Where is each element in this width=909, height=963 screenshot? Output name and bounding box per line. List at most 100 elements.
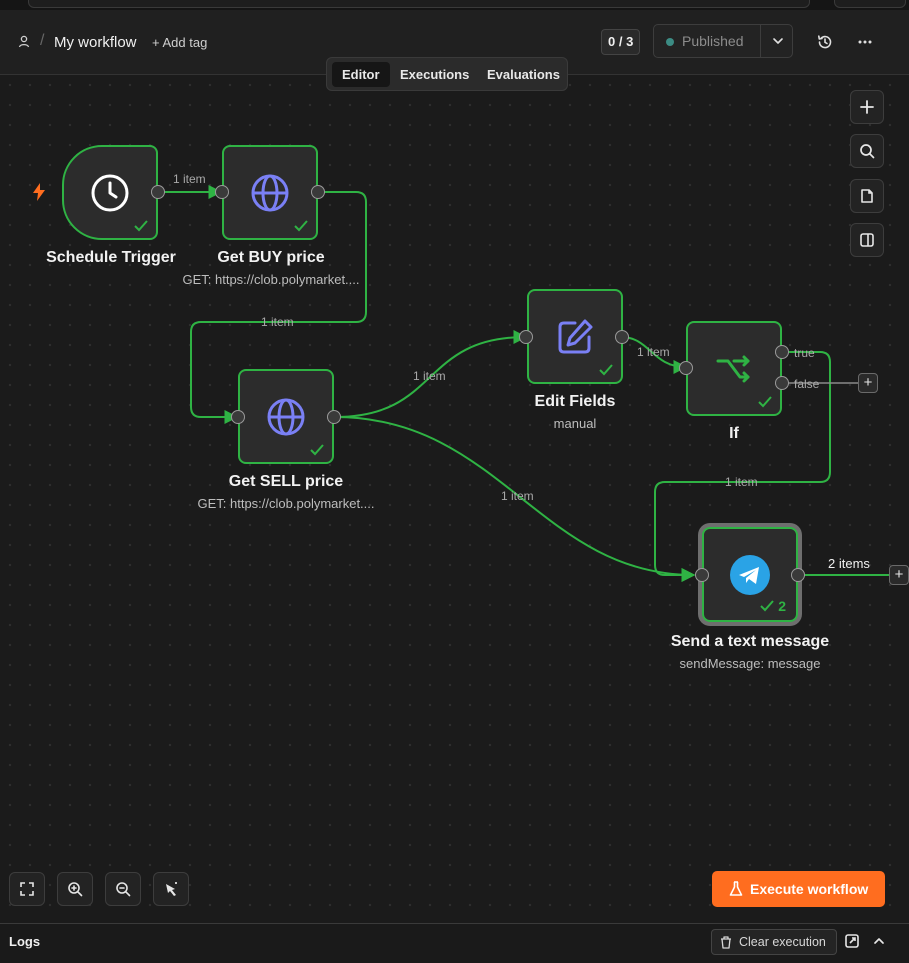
breadcrumb-separator: / xyxy=(40,32,45,49)
chevron-up-icon[interactable] xyxy=(872,934,886,948)
success-check-icon xyxy=(294,220,308,232)
add-tag-button[interactable]: + Add tag xyxy=(152,35,208,50)
edit-icon xyxy=(558,319,593,353)
workflow-canvas[interactable]: Schedule Trigger Get BUY price GET: http… xyxy=(0,75,909,923)
zoom-in-icon xyxy=(68,882,83,897)
view-tabs: Editor Executions Evaluations xyxy=(326,57,568,91)
fit-view-button[interactable] xyxy=(9,872,45,906)
publish-status-button[interactable]: Published xyxy=(653,24,793,58)
sticky-note-icon xyxy=(861,189,873,203)
node-get-sell-price[interactable] xyxy=(238,369,334,464)
add-node-output-button[interactable]: + xyxy=(889,565,909,585)
more-icon[interactable] xyxy=(856,33,874,51)
fit-view-icon xyxy=(20,882,34,896)
add-node-icon xyxy=(860,100,874,114)
tab-executions[interactable]: Executions xyxy=(400,67,470,82)
success-check-icon xyxy=(758,396,772,408)
connection-label: 1 item xyxy=(261,315,294,329)
globe-icon xyxy=(251,174,289,211)
node-send-text-message[interactable]: 2 xyxy=(702,527,798,622)
top-strip xyxy=(0,0,909,10)
connection-label: 1 item xyxy=(637,345,670,359)
port-if-false[interactable] xyxy=(775,376,789,390)
success-check-icon xyxy=(760,600,775,612)
port-telegram-out[interactable] xyxy=(791,568,805,582)
success-check-icon xyxy=(310,444,324,456)
if-true-label: true xyxy=(794,346,815,360)
connection-label: 1 item xyxy=(413,369,446,383)
node-title: Send a text message xyxy=(670,633,830,650)
node-subtitle: GET: https://clob.polymarket.... xyxy=(197,496,375,511)
publish-status-label: Published xyxy=(682,33,744,49)
connection-label: 1 item xyxy=(501,489,534,503)
chevron-down-icon[interactable] xyxy=(770,33,786,49)
toggle-panel-button[interactable] xyxy=(850,223,884,257)
address-pill-secondary xyxy=(834,0,906,8)
node-schedule-trigger[interactable] xyxy=(62,145,158,240)
status-dot xyxy=(666,38,674,46)
node-title: Schedule Trigger xyxy=(46,249,176,266)
node-title: Get SELL price xyxy=(228,473,344,490)
popout-icon[interactable] xyxy=(845,934,859,948)
port-edit-out[interactable] xyxy=(615,330,629,344)
clear-execution-label: Clear execution xyxy=(739,935,826,949)
port-telegram-in[interactable] xyxy=(695,568,709,582)
node-title: Get BUY price xyxy=(217,249,325,266)
clear-execution-button[interactable]: Clear execution xyxy=(711,929,837,955)
search-icon xyxy=(860,144,875,159)
zoom-out-icon xyxy=(116,882,131,897)
node-title: If xyxy=(729,425,739,442)
globe-icon xyxy=(267,398,305,435)
panel-icon xyxy=(860,233,874,247)
node-get-buy-price[interactable] xyxy=(222,145,318,240)
run-count-badge: 2 xyxy=(760,598,786,614)
if-false-label: false xyxy=(794,377,820,391)
tab-evaluations[interactable]: Evaluations xyxy=(487,67,560,82)
node-subtitle: sendMessage: message xyxy=(679,656,821,671)
user-icon[interactable] xyxy=(16,34,32,50)
connection-label: 1 item xyxy=(725,475,758,489)
history-icon[interactable] xyxy=(816,33,834,51)
port-sell-out[interactable] xyxy=(327,410,341,424)
trigger-bolt-icon xyxy=(33,183,45,201)
wire-sell-to-telegram xyxy=(334,416,696,582)
node-subtitle: manual xyxy=(553,416,597,431)
tidy-up-button[interactable] xyxy=(153,872,189,906)
success-check-icon xyxy=(134,220,148,232)
port-if-true[interactable] xyxy=(775,345,789,359)
connection-label: 1 item xyxy=(173,172,206,186)
zoom-in-button[interactable] xyxy=(57,872,93,906)
run-count-value: 2 xyxy=(778,598,786,614)
workflow-title[interactable]: My workflow xyxy=(54,34,137,51)
search-nodes-button[interactable] xyxy=(850,134,884,168)
wire-buy-to-sell xyxy=(190,191,367,424)
port-edit-in[interactable] xyxy=(519,330,533,344)
branch-icon xyxy=(716,355,750,382)
add-sticky-note-button[interactable] xyxy=(850,179,884,213)
success-check-icon xyxy=(599,364,613,376)
zoom-out-button[interactable] xyxy=(105,872,141,906)
node-subtitle: GET: https://clob.polymarket.... xyxy=(182,272,360,287)
execute-workflow-button[interactable]: Execute workflow xyxy=(712,871,885,907)
wire-if-to-telegram xyxy=(654,351,831,582)
tab-editor[interactable]: Editor xyxy=(332,62,390,87)
wire-sell-to-edit xyxy=(334,330,528,418)
clock-icon xyxy=(91,174,129,211)
connection-wires xyxy=(160,185,890,582)
port-buy-out[interactable] xyxy=(311,185,325,199)
telegram-icon xyxy=(730,554,770,595)
port-sell-in[interactable] xyxy=(231,410,245,424)
node-edit-fields[interactable] xyxy=(527,289,623,384)
version-counter[interactable]: 0 / 3 xyxy=(601,29,641,55)
logs-label[interactable]: Logs xyxy=(9,934,41,949)
port-if-in[interactable] xyxy=(679,361,693,375)
port-buy-in[interactable] xyxy=(215,185,229,199)
add-node-false-button[interactable]: + xyxy=(858,373,878,393)
connection-label: 2 items xyxy=(828,556,870,571)
tidy-up-icon xyxy=(166,882,177,896)
node-title: Edit Fields xyxy=(534,393,616,410)
execute-workflow-label: Execute workflow xyxy=(750,881,869,897)
port-schedule-out[interactable] xyxy=(151,185,165,199)
add-node-button[interactable] xyxy=(850,90,884,124)
node-if[interactable] xyxy=(686,321,782,416)
